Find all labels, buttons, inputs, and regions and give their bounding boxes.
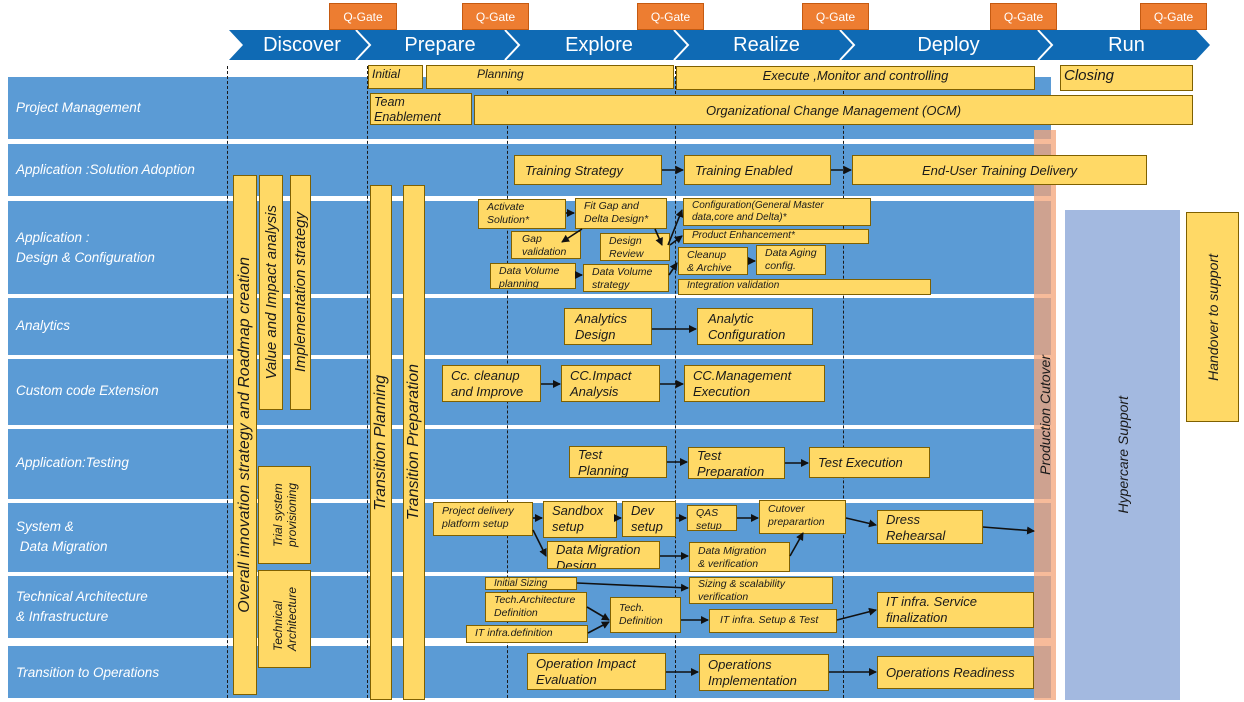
project-delivery-platform: Project delivery platform setup <box>433 502 533 536</box>
it-infra-setup-test: IT infra. Setup & Test <box>709 609 837 633</box>
production-cutover: Production Cutover <box>1034 130 1056 700</box>
training-strategy: Training Strategy <box>514 155 662 185</box>
phase-run-label: Run <box>1108 33 1145 56</box>
hypercare-support: Hypercare Support <box>1065 210 1180 700</box>
tech-architecture-definition: Tech.Architecture Definition <box>485 592 587 622</box>
fit-gap-delta-design: Fit Gap and Delta Design* <box>575 198 667 229</box>
trial-system-provisioning: Trial system provisioning <box>258 466 311 564</box>
training-enabled: Training Enabled <box>684 155 831 185</box>
cc-cleanup: Cc. cleanup and Improve <box>442 365 541 402</box>
sandbox-setup: Sandbox setup <box>543 501 617 538</box>
pm-team-enablement: Team Enablement <box>370 93 472 125</box>
row-label: Transition to Operations <box>16 665 160 680</box>
it-infra-definition: IT infra.definition <box>466 625 588 643</box>
phase-deploy-chevron <box>840 30 1052 60</box>
analytic-configuration: Analytic Configuration <box>697 308 813 345</box>
row-label: Project Management <box>16 100 141 115</box>
row-label: Analytics <box>16 318 71 333</box>
pm-execute: Execute ,Monitor and controlling <box>676 66 1035 90</box>
operations-implementation: Operations Implementation <box>699 654 829 691</box>
pm-initial: Initial <box>368 65 423 89</box>
row-label: Technical Architecture & Infrastructure <box>16 589 148 624</box>
transition-preparation: Transition Preparation <box>403 185 425 700</box>
row-label: System & Data Migration <box>16 519 108 554</box>
phase-prepare-label: Prepare <box>404 33 476 56</box>
row-label: Application:Testing <box>16 455 129 470</box>
activate-solution: Activate Solution* <box>478 199 566 229</box>
phase-explore-chevron <box>505 30 688 60</box>
cleanup-archive: Cleanup & Archive <box>678 247 748 275</box>
qgate-2: Q-Gate <box>462 3 529 30</box>
gap-validation: Gap validation <box>511 231 581 259</box>
phase-discover-label: Discover <box>263 33 341 56</box>
tech-definition: Tech. Definition <box>610 597 681 633</box>
pm-planning: Planning <box>426 65 674 89</box>
row-label: Application : Design & Configuration <box>16 230 155 265</box>
technical-architecture: Technical Architecture <box>258 570 311 668</box>
qgate-1: Q-Gate <box>329 3 397 30</box>
implementation-strategy: Implementation strategy <box>290 175 311 410</box>
cc-impact-analysis: CC.Impact Analysis <box>561 365 660 402</box>
data-aging-config: Data Aging config. <box>756 245 826 275</box>
initial-sizing: Initial Sizing <box>485 577 577 590</box>
dev-setup: Dev setup <box>622 501 676 537</box>
test-planning: Test Planning <box>569 446 667 478</box>
phase-chevron-bar <box>229 29 1210 61</box>
data-volume-planning: Data Volume planning <box>490 263 576 289</box>
overall-innovation-strategy: Overall innovation strategy and Roadmap … <box>233 175 257 695</box>
sizing-scalability: Sizing & scalability verification <box>689 577 833 604</box>
end-user-training: End-User Training Delivery <box>852 155 1147 185</box>
test-preparation: Test Preparation <box>688 447 785 479</box>
dress-rehearsal: Dress Rehearsal <box>877 510 983 544</box>
phase-realize-label: Realize <box>733 33 800 56</box>
qgate-4: Q-Gate <box>802 3 869 30</box>
cc-management-execution: CC.Management Execution <box>684 365 825 402</box>
qgate-3: Q-Gate <box>637 3 704 30</box>
phase-divider <box>843 66 844 698</box>
qgate-6: Q-Gate <box>1140 3 1207 30</box>
phase-divider <box>675 66 676 698</box>
phase-divider <box>227 66 228 698</box>
phase-prepare-chevron <box>356 30 519 60</box>
pm-ocm: Organizational Change Management (OCM) <box>474 95 1193 125</box>
qgate-5: Q-Gate <box>990 3 1057 30</box>
design-review: Design Review <box>600 233 670 261</box>
data-migration-verification: Data Migration & verification <box>689 542 790 572</box>
product-enhancement: Product Enhancement* <box>683 229 869 244</box>
value-impact-analysis: Value and Impact analysis <box>259 175 283 410</box>
test-execution: Test Execution <box>809 447 930 478</box>
analytics-design: Analytics Design <box>564 308 652 345</box>
phase-explore-label: Explore <box>565 33 633 56</box>
it-infra-service-finalization: IT infra. Service finalization <box>877 592 1034 628</box>
phase-deploy-label: Deploy <box>917 33 980 56</box>
qas-setup: QAS setup <box>687 505 737 531</box>
phase-run-chevron <box>1038 30 1210 60</box>
operations-readiness: Operations Readiness <box>877 656 1034 689</box>
phase-discover-chevron <box>229 30 370 60</box>
data-migration-design: Data Migration Design <box>547 541 660 569</box>
row-analytics <box>8 298 1051 355</box>
phase-realize-chevron <box>674 30 854 60</box>
phase-divider <box>367 66 368 698</box>
row-label: Application :Solution Adoption <box>16 162 195 177</box>
row-label: Custom code Extension <box>16 383 159 398</box>
integration-validation: Integration validation <box>678 279 931 295</box>
handover-to-support: Handover to support <box>1186 212 1239 422</box>
configuration: Configuration(General Master data,core a… <box>683 198 871 226</box>
data-volume-strategy: Data Volume strategy <box>583 264 669 292</box>
transition-planning: Transition Planning <box>370 185 392 700</box>
cutover-preparation: Cutover preparartion <box>759 500 846 534</box>
operation-impact-evaluation: Operation Impact Evaluation <box>527 653 666 690</box>
pm-closing: Closing <box>1060 65 1193 91</box>
